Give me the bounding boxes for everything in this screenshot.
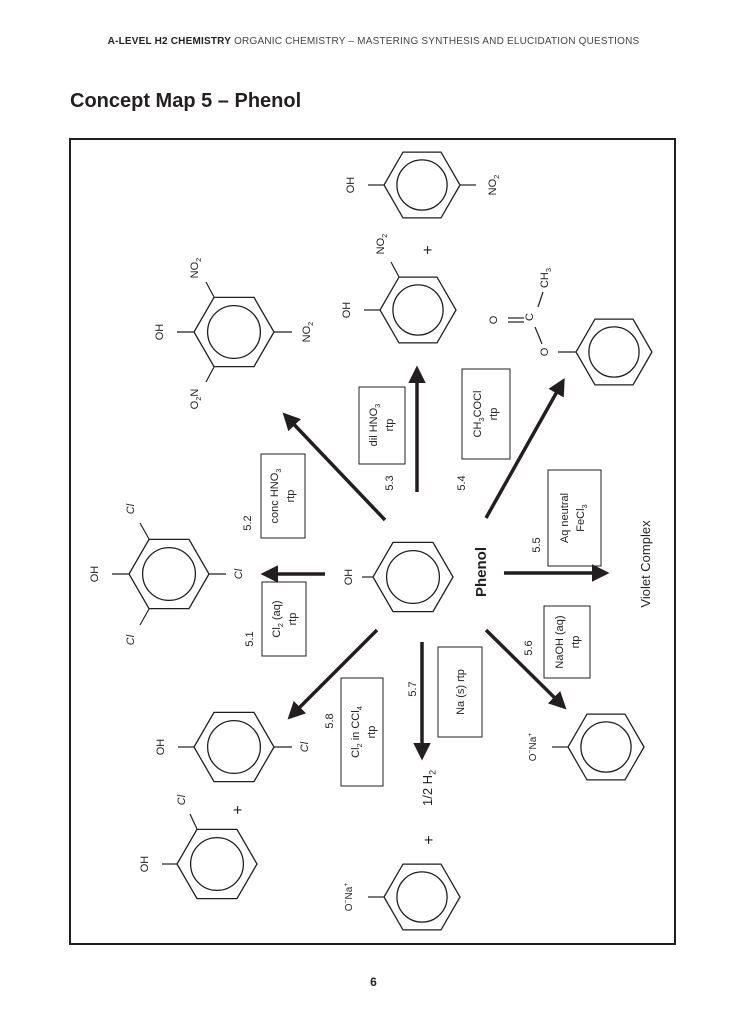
bond bbox=[534, 326, 543, 345]
box-5-1 bbox=[261, 581, 307, 657]
cond-5-8-line2: rtp bbox=[366, 726, 378, 739]
cond-5-1-line1: Cl2​ (aq) bbox=[271, 600, 285, 637]
cond-5-7-line1: Na (s) rtp bbox=[455, 669, 467, 715]
nitrophenol-4-ring bbox=[383, 151, 461, 219]
phenoxide-ring-5-7 bbox=[383, 863, 461, 931]
picric-no2-bottom: O2​N bbox=[189, 389, 203, 410]
num-5-3: 5.3 bbox=[384, 475, 396, 490]
arrow-5-2 bbox=[282, 412, 387, 522]
nitro2-oh: OH bbox=[341, 302, 353, 319]
ester-o-single: O bbox=[539, 347, 551, 356]
trichloro-oh: OH bbox=[89, 566, 101, 583]
nitro4-oh: OH bbox=[345, 177, 357, 194]
plus-5-8: + bbox=[230, 805, 247, 814]
nitrophenol-2-ring bbox=[379, 276, 457, 344]
h2-label: 1/2 H2​ bbox=[420, 770, 438, 806]
ester-c: C bbox=[524, 313, 536, 321]
picric-oh: OH bbox=[154, 324, 166, 341]
cond-5-2-line2: rtp bbox=[285, 490, 297, 503]
cond-5-3-line2: rtp bbox=[384, 419, 396, 432]
page-title: Concept Map 5 – Phenol bbox=[70, 90, 302, 112]
num-5-2: 5.2 bbox=[242, 515, 254, 530]
trichloro-cl-bottom: Cl bbox=[125, 634, 137, 645]
box-5-5 bbox=[547, 469, 602, 567]
box-5-4 bbox=[461, 368, 511, 460]
trichlorophenol-ring bbox=[128, 538, 210, 610]
phenylethanoate-ring bbox=[575, 318, 653, 386]
num-5-6: 5.6 bbox=[523, 640, 535, 655]
box-5-8 bbox=[340, 677, 384, 787]
ester-ch3: CH3​ bbox=[539, 268, 553, 288]
cond-5-5-line1: Aq neutral bbox=[559, 493, 571, 543]
bond bbox=[537, 291, 544, 308]
cond-5-1-line2: rtp bbox=[287, 613, 299, 626]
bond bbox=[139, 522, 150, 540]
cond-5-4-line2: rtp bbox=[488, 408, 500, 421]
phenol-ring bbox=[372, 541, 454, 613]
chloro4-cl: Cl bbox=[299, 741, 311, 752]
trichloro-cl-right: Cl bbox=[233, 568, 245, 579]
num-5-4: 5.4 bbox=[456, 475, 468, 490]
box-5-7 bbox=[437, 646, 483, 738]
violet-complex-label: Violet Complex bbox=[638, 520, 653, 608]
picric-no2-top: NO2​ bbox=[189, 258, 203, 279]
bond bbox=[189, 813, 198, 830]
phenoxide-5-6-label: O−​Na+​ bbox=[527, 733, 539, 762]
chloro4-oh: OH bbox=[155, 739, 167, 756]
header-bold: A-LEVEL H2 CHEMISTRY bbox=[107, 36, 232, 47]
plus-5-7: + bbox=[421, 835, 438, 844]
running-header: A-LEVEL H2 CHEMISTRY ORGANIC CHEMISTRY –… bbox=[0, 36, 747, 47]
cond-5-2-line1: conc HNO3​ bbox=[269, 469, 283, 524]
trichloro-cl-top: Cl bbox=[125, 503, 137, 514]
bond bbox=[390, 261, 400, 278]
cond-5-6-line1: NaOH (aq) bbox=[554, 615, 566, 668]
nitro4-no2: NO2​ bbox=[487, 175, 501, 196]
trinitrophenol-ring bbox=[193, 296, 275, 368]
cond-5-5-line2: FeCl3​ bbox=[575, 504, 589, 531]
chloro2-oh: OH bbox=[139, 856, 151, 873]
box-5-6 bbox=[543, 605, 591, 679]
phenoxide-ring-5-6 bbox=[567, 713, 645, 781]
chlorophenol-2-ring bbox=[176, 828, 258, 900]
arrow-5-4 bbox=[484, 377, 565, 519]
phenol-oh-label: OH bbox=[343, 569, 355, 586]
ester-o-double: O bbox=[488, 315, 500, 324]
bond bbox=[205, 366, 215, 383]
chlorophenol-4-ring bbox=[193, 711, 275, 783]
chloro2-cl: Cl bbox=[176, 794, 188, 805]
num-5-5: 5.5 bbox=[531, 537, 543, 552]
plus-5-3: + bbox=[420, 245, 437, 254]
nitro2-no2: NO2​ bbox=[375, 234, 389, 255]
num-5-7: 5.7 bbox=[407, 681, 419, 696]
cond-5-6-line2: rtp bbox=[570, 636, 582, 649]
page-number: 6 bbox=[370, 975, 377, 989]
picric-no2-right: NO2​ bbox=[301, 322, 315, 343]
phenoxide-5-7-label: O−​Na+​ bbox=[343, 883, 355, 912]
arrow-5-8 bbox=[287, 628, 379, 720]
cond-5-4-line1: CH3​COCl bbox=[472, 391, 486, 438]
num-5-1: 5.1 bbox=[244, 631, 256, 646]
bond bbox=[139, 608, 150, 626]
phenol-label: Phenol bbox=[473, 547, 490, 597]
box-5-2 bbox=[260, 453, 306, 539]
num-5-8: 5.8 bbox=[324, 713, 336, 728]
bond bbox=[205, 281, 215, 298]
arrow-5-6 bbox=[484, 628, 567, 710]
header-rest: ORGANIC CHEMISTRY – MASTERING SYNTHESIS … bbox=[231, 36, 640, 47]
cond-5-8-line1: Cl2​ in CCl4​ bbox=[350, 706, 364, 758]
cond-5-3-line1: dil HNO3​ bbox=[368, 404, 382, 447]
box-5-3 bbox=[358, 386, 406, 465]
